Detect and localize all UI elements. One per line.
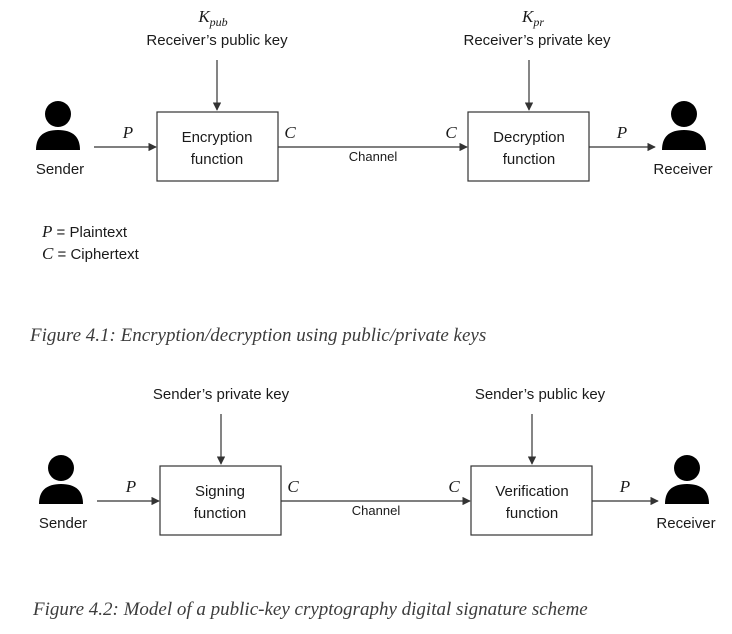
figure-2: Sender’s private key Sender’s public key…: [32, 386, 716, 620]
c-symbol-out-2: C: [287, 477, 299, 496]
verification-line1: Verification: [495, 483, 568, 500]
p-symbol-in-2: P: [125, 477, 136, 496]
key-pub-symbol: Kpub: [197, 7, 227, 29]
figure-1-caption: Figure 4.1: Encryption/decryption using …: [29, 325, 486, 346]
signing-line1: Signing: [195, 483, 245, 500]
sender-person-icon: [36, 101, 80, 150]
legend-ciphertext: C = Ciphertext: [42, 244, 140, 263]
sender-private-key-label: Sender’s private key: [153, 386, 290, 403]
sender-public-key-label: Sender’s public key: [475, 386, 606, 403]
legend-plaintext: P = Plaintext: [41, 222, 128, 241]
encryption-function-box: [156, 111, 279, 182]
c-symbol-in-2: C: [448, 477, 460, 496]
figure-1: Kpub Receiver’s public key Kpr Receiver’…: [29, 7, 713, 346]
c-symbol-out: C: [284, 123, 296, 142]
verification-function-box: [470, 465, 593, 536]
channel-label-2: Channel: [352, 503, 401, 518]
receiver-person-icon: [662, 101, 706, 150]
p-symbol-in: P: [122, 123, 133, 142]
figure-2-caption: Figure 4.2: Model of a public-key crypto…: [32, 599, 588, 620]
p-symbol-out: P: [616, 123, 627, 142]
sender-label-2: Sender: [39, 515, 87, 532]
key-pr-label: Receiver’s private key: [463, 32, 611, 49]
channel-label: Channel: [349, 149, 398, 164]
p-symbol-out-2: P: [619, 477, 630, 496]
verification-line2: function: [506, 505, 559, 522]
signing-function-box: [159, 465, 282, 536]
decryption-function-box: [467, 111, 590, 182]
decryption-line1: Decryption: [493, 129, 565, 146]
decryption-line2: function: [503, 151, 556, 168]
signing-line2: function: [194, 505, 247, 522]
receiver-label: Receiver: [653, 161, 712, 178]
sender-label: Sender: [36, 161, 84, 178]
key-pub-label: Receiver’s public key: [146, 32, 288, 49]
sender-person-icon-2: [39, 455, 83, 504]
c-symbol-in: C: [445, 123, 457, 142]
encryption-line1: Encryption: [182, 129, 253, 146]
receiver-person-icon-2: [665, 455, 709, 504]
key-pr-symbol: Kpr: [521, 7, 544, 29]
receiver-label-2: Receiver: [656, 515, 715, 532]
encryption-line2: function: [191, 151, 244, 168]
